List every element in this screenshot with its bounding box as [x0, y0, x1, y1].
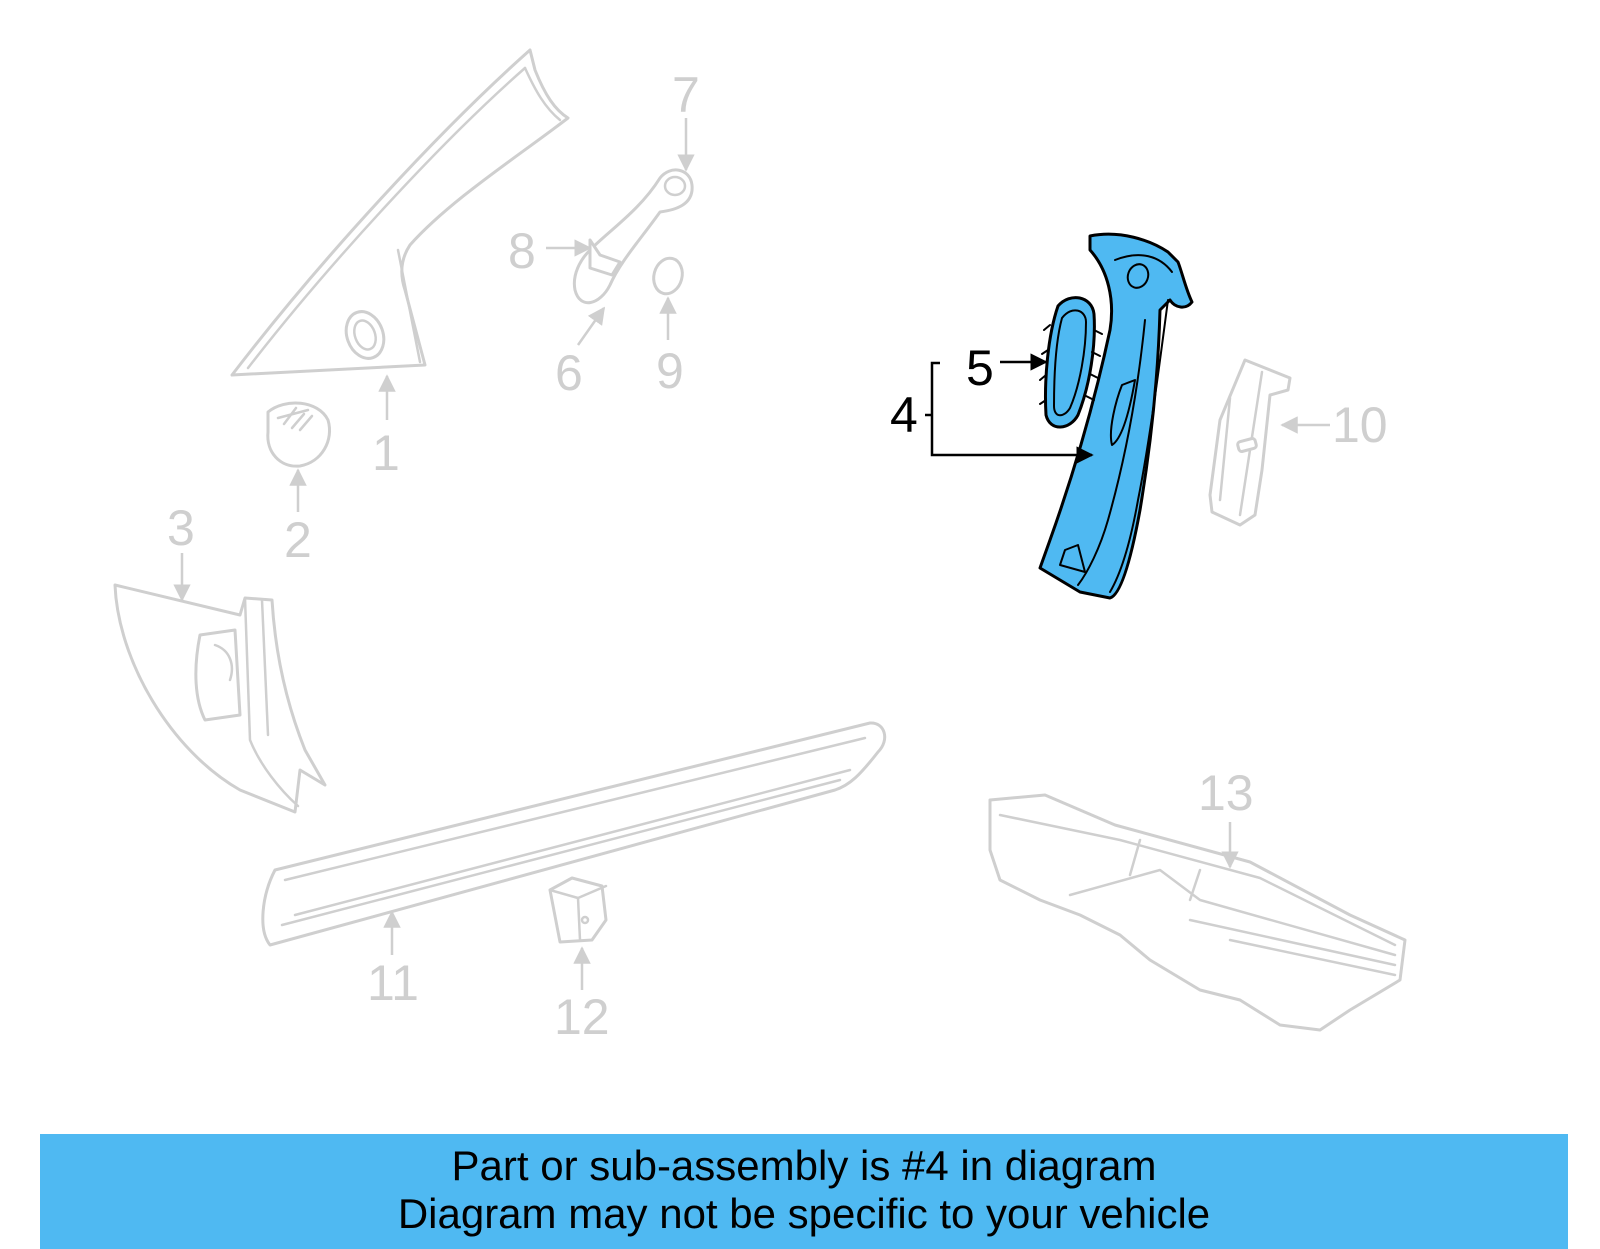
part-2-cap[interactable]	[266, 401, 331, 468]
callout-7: 7	[672, 67, 700, 123]
leader-lines-ghost	[173, 118, 1330, 990]
callout-labels: 1 2 3 4 5 6 7 8 9 10 11 12 13	[167, 67, 1388, 1045]
callout-10: 10	[1332, 397, 1388, 453]
part-9-plug[interactable]	[650, 255, 686, 297]
callout-3: 3	[167, 500, 195, 556]
callout-8: 8	[508, 223, 536, 279]
part-3-kick-panel[interactable]	[113, 583, 327, 814]
notice-disclaimer: Diagram may not be specific to your vehi…	[397, 1190, 1211, 1237]
callout-5: 5	[966, 340, 994, 396]
callout-11: 11	[367, 955, 419, 1011]
callout-12: 12	[554, 989, 610, 1045]
part-12-clip[interactable]	[548, 876, 608, 944]
part-5-handle-insert[interactable]	[1039, 296, 1103, 429]
part-6-7-8-grab-handle[interactable]	[572, 168, 694, 304]
part-10-bracket[interactable]	[1208, 358, 1292, 527]
notice-part-number: Part or sub-assembly is #4 in diagram	[451, 1142, 1157, 1189]
callout-4: 4	[890, 387, 918, 443]
part-11-sill-plate[interactable]	[261, 721, 887, 947]
leader-lines-dark	[925, 353, 1094, 464]
callout-6: 6	[555, 345, 583, 401]
diagram-notice-banner: Part or sub-assembly is #4 in diagram Di…	[40, 1134, 1568, 1249]
part-1-pillar-trim[interactable]	[230, 48, 570, 377]
part-13-sill-panel[interactable]	[988, 793, 1407, 1032]
part-4-center-pillar-trim[interactable]	[1038, 232, 1194, 600]
callout-1: 1	[372, 425, 400, 481]
callout-9: 9	[656, 343, 684, 399]
callout-2: 2	[284, 512, 312, 568]
callout-13: 13	[1198, 765, 1254, 821]
